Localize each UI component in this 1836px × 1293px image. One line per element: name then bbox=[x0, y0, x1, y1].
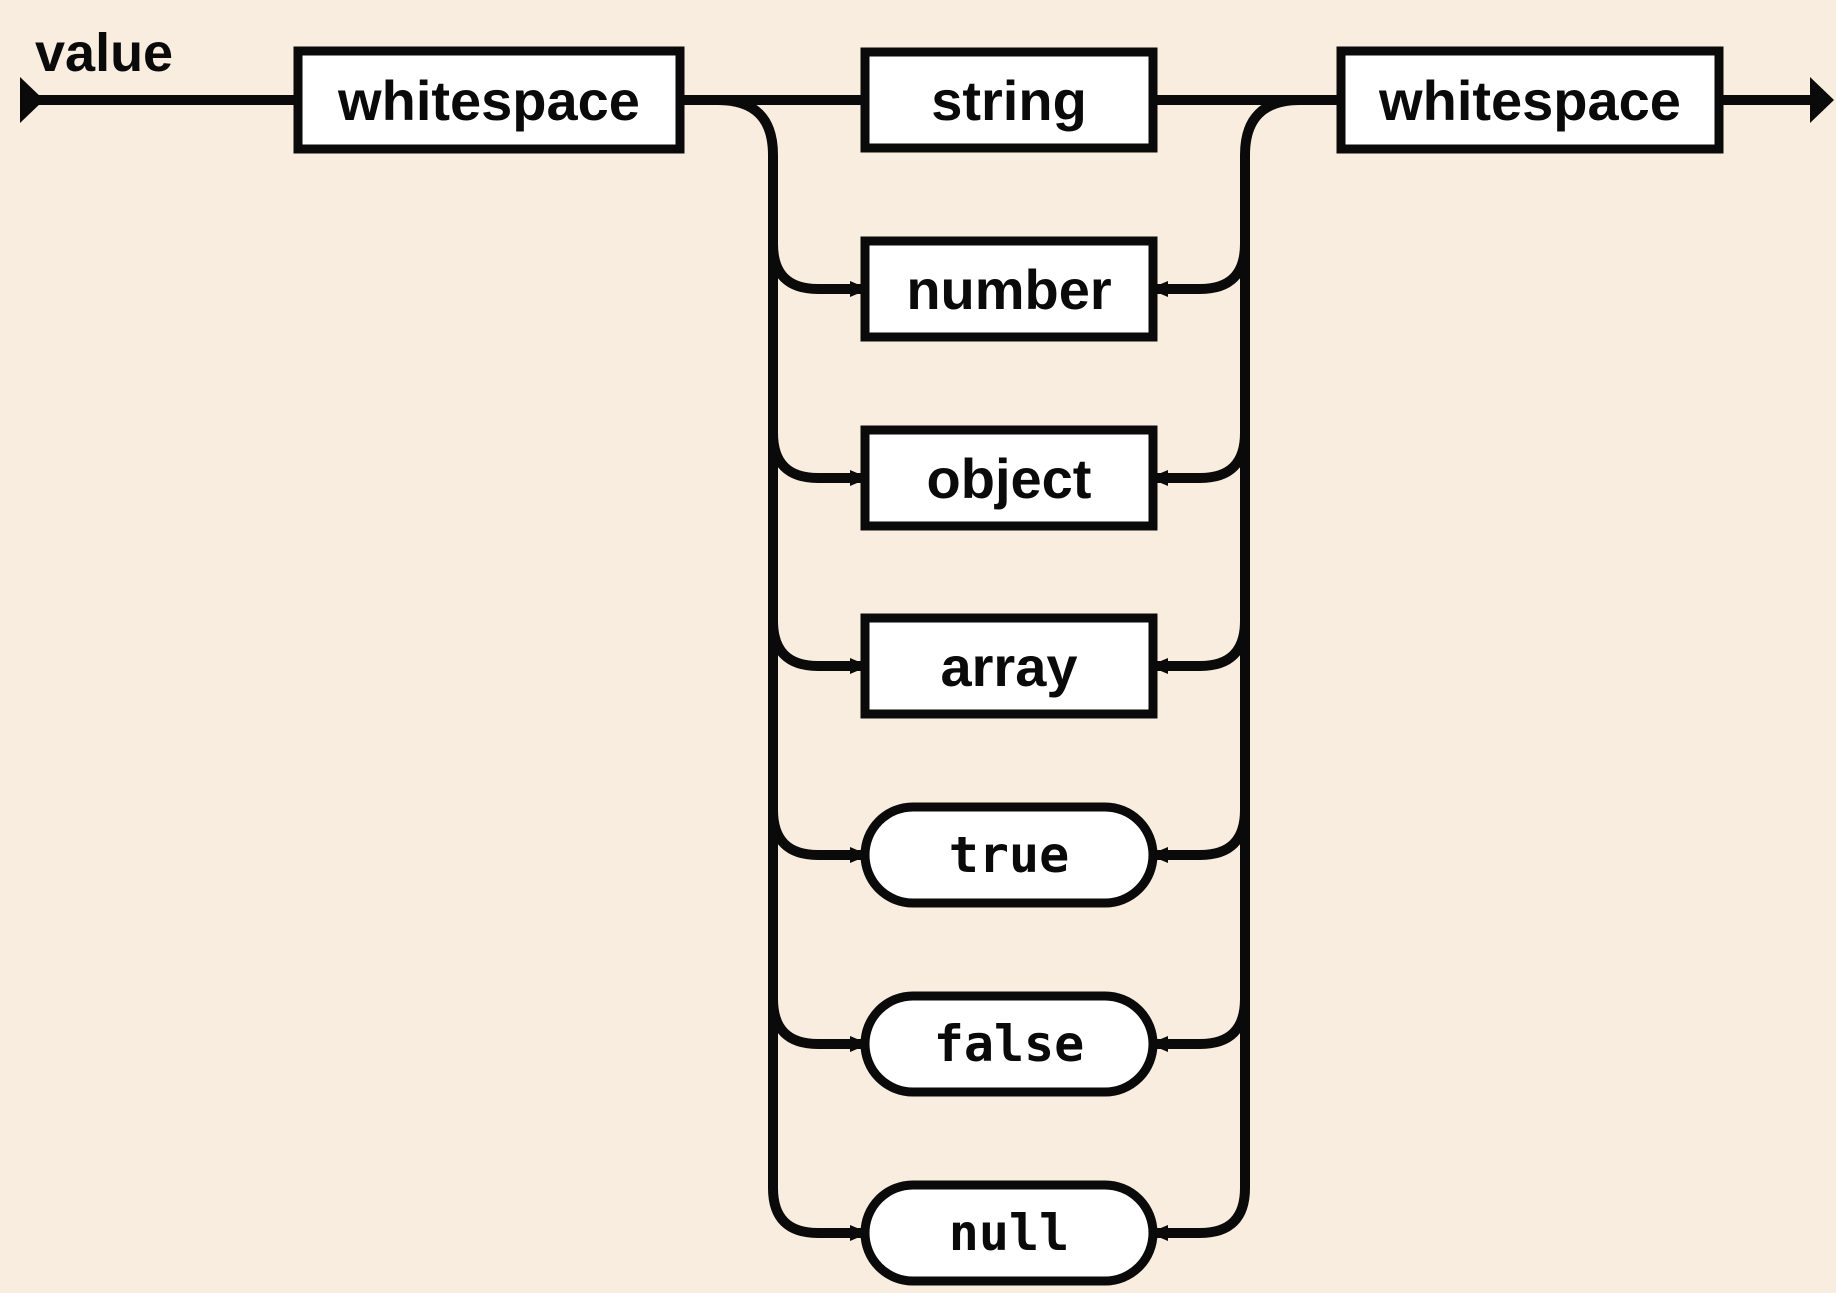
node-number bbox=[860, 236, 1158, 342]
branch-out-tip-number bbox=[1149, 281, 1168, 297]
branch-out-line-array bbox=[1151, 620, 1250, 671]
diagram-title: value bbox=[35, 23, 173, 83]
node-label-whitespace-exit: whitespace bbox=[1378, 69, 1681, 132]
branch-in-line-true bbox=[768, 809, 867, 860]
branch-merge-line bbox=[1151, 95, 1301, 1238]
node-null bbox=[860, 1180, 1158, 1286]
end-arrowhead-icon bbox=[1810, 77, 1834, 123]
node-label-null: null bbox=[949, 1204, 1069, 1262]
branch-in-tip-true bbox=[850, 847, 869, 863]
node-false bbox=[860, 991, 1158, 1097]
branch-in-line-array bbox=[768, 620, 867, 671]
start-arrowhead-icon bbox=[20, 77, 44, 123]
branch-in-tip-array bbox=[850, 658, 869, 674]
node-whitespace-entry bbox=[293, 46, 685, 154]
branch-in-tip-false bbox=[850, 1036, 869, 1052]
branch-in-tip-object bbox=[850, 470, 869, 486]
branch-split-line bbox=[717, 95, 867, 1238]
branch-out-tip-object bbox=[1149, 470, 1168, 486]
node-array bbox=[860, 613, 1158, 719]
branch-out-tip-true bbox=[1149, 847, 1168, 863]
branch-out-tip-false bbox=[1149, 1036, 1168, 1052]
branch-out-line-false bbox=[1151, 998, 1250, 1049]
node-label-string: string bbox=[931, 69, 1087, 132]
node-label-true: true bbox=[949, 826, 1069, 884]
branch-in-tip-null bbox=[850, 1225, 869, 1241]
node-object bbox=[860, 425, 1158, 531]
branch-out-line-object bbox=[1151, 432, 1250, 483]
branch-out-line-number bbox=[1151, 243, 1250, 294]
node-string bbox=[860, 47, 1158, 153]
branch-out-line-true bbox=[1151, 809, 1250, 860]
branch-in-line-number bbox=[768, 243, 867, 294]
node-true bbox=[860, 802, 1158, 908]
branch-out-tip-null bbox=[1149, 1225, 1168, 1241]
branch-in-line-false bbox=[768, 998, 867, 1049]
branch-out-tip-array bbox=[1149, 658, 1168, 674]
node-label-object: object bbox=[927, 447, 1092, 510]
node-label-number: number bbox=[906, 258, 1111, 321]
branch-in-tip-number bbox=[850, 281, 869, 297]
branch-in-line-object bbox=[768, 432, 867, 483]
node-label-false: false bbox=[934, 1015, 1085, 1073]
node-whitespace-exit bbox=[1336, 46, 1724, 154]
node-label-array: array bbox=[940, 635, 1077, 698]
node-label-whitespace-entry: whitespace bbox=[337, 69, 640, 132]
